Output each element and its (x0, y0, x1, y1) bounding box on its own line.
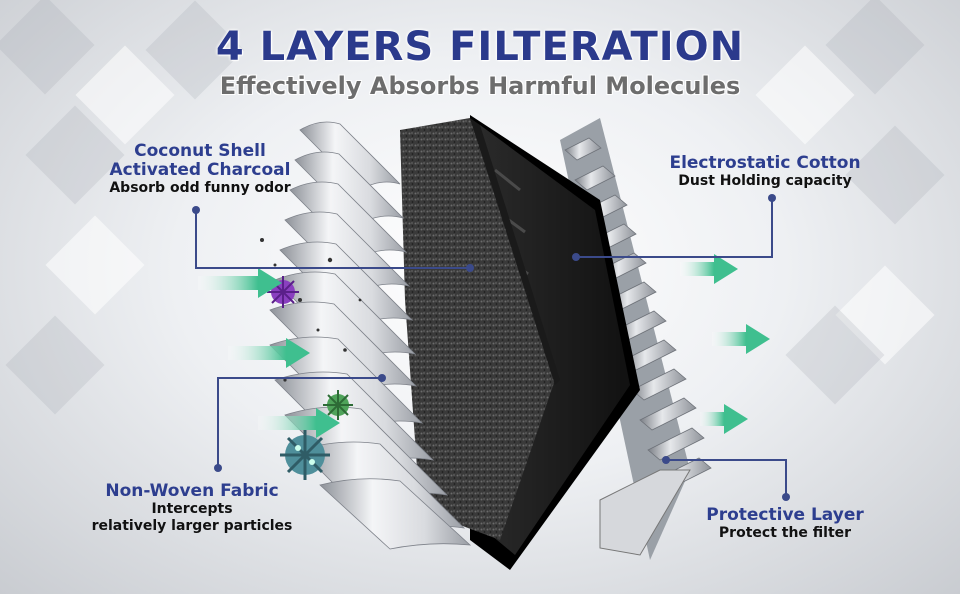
protective-description: Protect the filter (718, 525, 852, 541)
nonwoven-heading: Non-Woven Fabric (105, 481, 279, 501)
page-title: 4 LAYERS FILTERATION (215, 24, 745, 70)
charcoal-heading-line2: Activated Charcoal (109, 160, 291, 180)
charcoal-description: Absorb odd funny odor (109, 180, 291, 196)
dust-particles (260, 238, 362, 382)
non-woven-fabric-layer (269, 121, 472, 550)
virus-particle-icon (323, 390, 353, 420)
nonwoven-description-line1: Intercepts (151, 501, 233, 517)
protective-label: Protective Layer Protect the filter (685, 506, 885, 542)
virus-particle-icon (280, 430, 330, 480)
charcoal-label: Coconut Shell Activated Charcoal Absorb … (100, 142, 300, 197)
activated-charcoal-layer (400, 118, 560, 540)
nonwoven-label: Non-Woven Fabric Intercepts relatively l… (82, 482, 302, 535)
airflow-arrow-icon (198, 254, 770, 438)
protective-heading: Protective Layer (706, 505, 864, 525)
electrostatic-heading: Electrostatic Cotton (669, 153, 861, 173)
electrostatic-label: Electrostatic Cotton Dust Holding capaci… (660, 154, 870, 190)
leader-lines (195, 198, 787, 497)
leader-dots (192, 194, 790, 501)
page-subtitle: Effectively Absorbs Harmful Molecules (219, 72, 741, 100)
nonwoven-description-line2: relatively larger particles (91, 518, 293, 534)
electrostatic-description: Dust Holding capacity (678, 173, 852, 189)
charcoal-heading-line1: Coconut Shell (134, 141, 266, 161)
